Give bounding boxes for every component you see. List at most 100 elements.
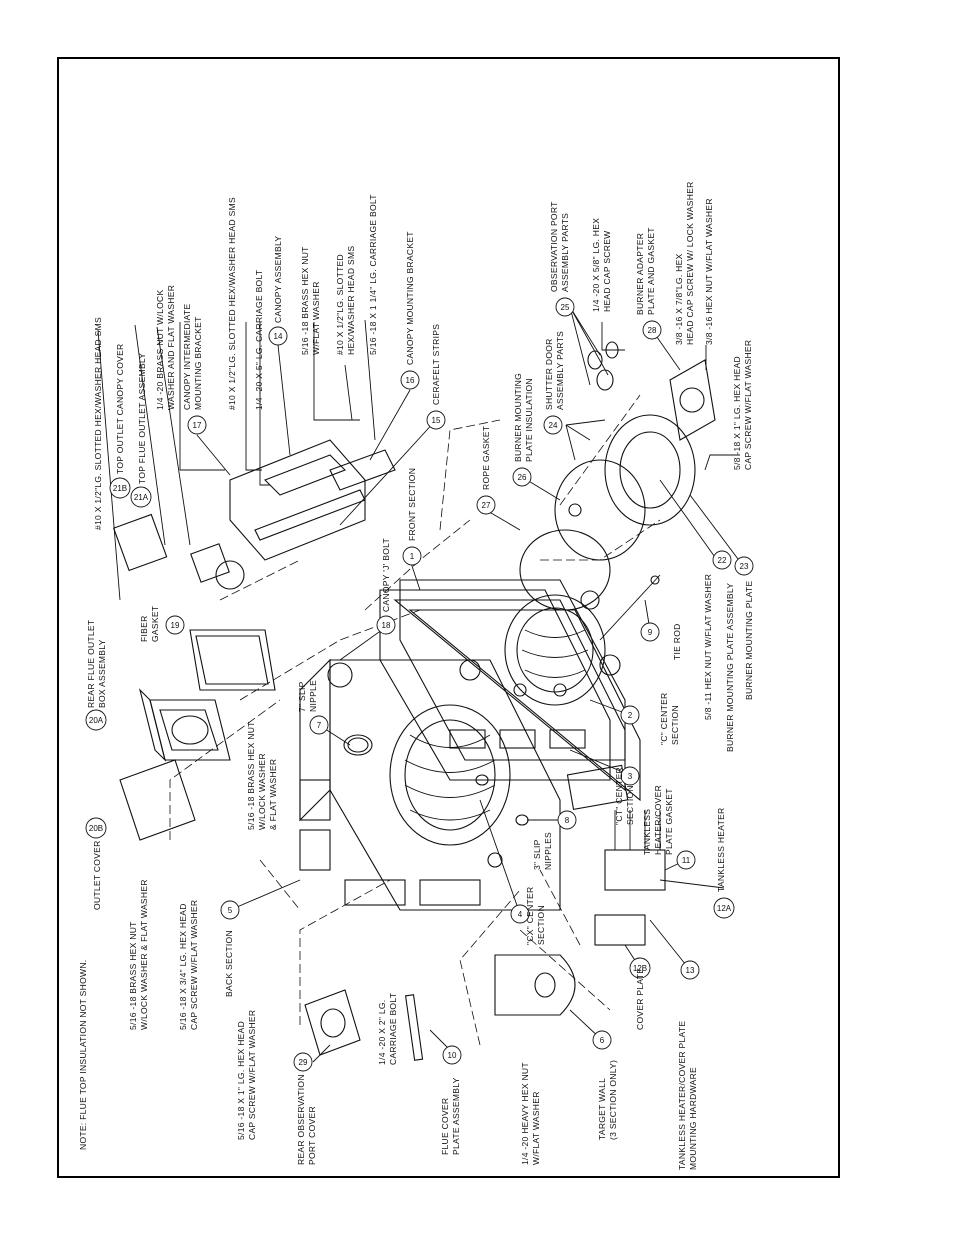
label-l2b: CAP SCREW W/FLAT WASHER [189, 900, 199, 1030]
cover-plate-drawing [594, 914, 646, 946]
label-hex-cap-1: 1/4 -20 X 5/8" LG. HEX [591, 218, 601, 312]
callout-5: 5 [220, 900, 240, 920]
svg-text:11: 11 [682, 856, 691, 865]
callout-circles: 1 2 3 4 5 6 7 8 9 10 11 12A 12B 13 14 15… [85, 297, 754, 1072]
label-burner-plate-assy: BURNER MOUNTING PLATE ASSEMBLY [725, 583, 735, 752]
label-carriage-2-1: 1/4 -20 X 2" LG. [377, 1000, 387, 1065]
label-slip7-1: 7" SLIP [297, 681, 307, 712]
callout-2: 2 [620, 705, 640, 725]
label-brass-nut-1: 1/4 -20 BRASS NUT W/LOCK [155, 290, 165, 410]
label-tankless-gasket-3: PLATE GASKET [664, 788, 674, 855]
callout-27: 27 [476, 495, 496, 515]
label-flue-cover-2: PLATE ASSEMBLY [451, 1077, 461, 1155]
label-tankless-gasket-2: HEATER/COVER [653, 785, 663, 855]
label-tie-rod: TIE ROD [672, 623, 682, 660]
callout-4: 4 [510, 904, 530, 924]
label-slip3-2: NIPPLES [543, 832, 553, 870]
label-burner-ins-2: PLATE INSULATION [524, 378, 534, 462]
label-hardware-2: MOUNTING HARDWARE [688, 1067, 698, 1170]
fiber-gasket-drawing [189, 629, 276, 691]
label-cover-plate: COVER PLATE [635, 968, 645, 1030]
callout-19: 19 [165, 615, 185, 635]
label-slotted-2: #10 X 1/2"LG. SLOTTED HEX/WASHER HEAD SM… [227, 197, 237, 410]
callout-15: 15 [426, 410, 446, 430]
back-section-drawing [299, 658, 561, 911]
canopy-drawing [112, 439, 396, 590]
label-slotted-3a: #10 X 1/2"LG. SLOTTED [335, 254, 345, 355]
label-canopy-mount: CANOPY MOUNTING BRACKET [405, 231, 415, 365]
label-slotted-1: #10 X 1/2"LG. SLOTTED HEX/WASHER HEAD SM… [93, 317, 103, 530]
label-fiber-1: FIBER [139, 615, 149, 642]
label-l3b: W/LOCK WASHER & FLAT WASHER [139, 879, 149, 1030]
callout-11: 11 [676, 850, 696, 870]
callout-1: 1 [402, 546, 422, 566]
svg-text:5: 5 [228, 906, 233, 915]
svg-text:19: 19 [171, 621, 180, 630]
target-wall-drawing [494, 954, 576, 1016]
label-slotted-3b: HEX/WASHER HEAD SMS [346, 246, 356, 355]
outlet-cover-drawing [119, 759, 196, 841]
label-hex-78-1: 3/8 -16 X 7/8"LG. HEX [674, 253, 684, 345]
svg-text:28: 28 [648, 326, 657, 335]
label-rear-obs-1: REAR OBSERVATION [296, 1074, 306, 1165]
callout-20A: 20A [85, 709, 107, 731]
callout-17: 17 [187, 415, 207, 435]
label-slip3-1: 3" SLIP [532, 839, 542, 870]
callout-28: 28 [642, 320, 662, 340]
part-labels: 5/16 -18 X 1" LG. HEX HEAD CAP SCREW W/F… [86, 181, 754, 1170]
svg-text:21B: 21B [113, 484, 127, 493]
label-hex-78-2: HEAD CAP SCREW W/ LOCK WASHER [685, 181, 695, 345]
svg-text:4: 4 [518, 910, 523, 919]
svg-text:25: 25 [561, 303, 570, 312]
label-hex-1-1: 5/8 -18 X 1" LG. HEX HEAD [732, 356, 742, 470]
callout-21B: 21B [109, 477, 131, 499]
label-obs-port-1: OBSERVATION PORT [549, 201, 559, 292]
label-hex-lock-3: & FLAT WASHER [268, 759, 278, 830]
svg-text:12B: 12B [633, 964, 647, 973]
svg-text:20A: 20A [89, 716, 104, 725]
label-cx-center-2: SECTION [536, 905, 546, 945]
callout-16: 16 [400, 370, 420, 390]
label-hardware-1: TANKLESS HEATER/COVER PLATE [677, 1021, 687, 1170]
label-hex-nut-11: 5/8 -11 HEX NUT W/FLAT WASHER [703, 574, 713, 720]
callout-21A: 21A [130, 486, 152, 508]
callout-6: 6 [592, 1030, 612, 1050]
label-carriage-5: 1/4 -20 X 5" LG. CARRIAGE BOLT [254, 270, 264, 410]
callout-22: 22 [712, 550, 732, 570]
label-rear-obs-2: PORT COVER [307, 1106, 317, 1165]
drawing-parts [112, 341, 716, 1061]
burner-plate-drawing [604, 414, 696, 526]
burner-adapter-drawing [669, 359, 716, 441]
callout-25: 25 [555, 297, 575, 317]
rope-gasket-drawing [519, 529, 611, 611]
svg-text:17: 17 [193, 421, 202, 430]
label-carriage-2-2: CARRIAGE BOLT [388, 993, 398, 1065]
label-c-center-1: "C" CENTER [659, 693, 669, 745]
label-canopy-int-1: CANOPY INTERMEDIATE [182, 304, 192, 410]
label-hex-1-2: CAP SCREW W/FLAT WASHER [743, 340, 753, 470]
label-rope-gasket: ROPE GASKET [481, 426, 491, 490]
label-front-section: FRONT SECTION [407, 468, 417, 541]
svg-text:26: 26 [518, 473, 527, 482]
label-l1: 5/16 -18 X 1" LG. HEX HEAD [236, 1021, 246, 1140]
svg-text:16: 16 [406, 376, 415, 385]
callout-9: 9 [640, 622, 660, 642]
svg-text:7: 7 [317, 721, 322, 730]
svg-text:22: 22 [718, 556, 727, 565]
front-section-drawing [399, 579, 626, 761]
svg-text:20B: 20B [89, 824, 103, 833]
label-target-wall-1: TARGET WALL [597, 1078, 607, 1140]
svg-text:8: 8 [565, 816, 570, 825]
slip-nipple-7-drawing [343, 734, 373, 756]
label-top-canopy: TOP OUTLET CANOPY COVER [115, 344, 125, 475]
label-target-wall-2: (3 SECTION ONLY) [608, 1060, 618, 1140]
svg-text:6: 6 [600, 1036, 605, 1045]
callout-7: 7 [309, 715, 329, 735]
label-canopy-int-2: MOUNTING BRACKET [193, 316, 203, 410]
label-hex-cap-2: HEAD CAP SCREW [602, 230, 612, 312]
label-brass-hex-1: 5/16 -18 BRASS HEX NUT [300, 246, 310, 355]
label-brass-nut-2: WASHER AND FLAT WASHER [166, 285, 176, 410]
label-tankless-heater: TANKLESS HEATER [716, 808, 726, 892]
label-brass-hex-2: W/FLAT WASHER [311, 281, 321, 355]
rear-obs-drawing [304, 989, 361, 1056]
